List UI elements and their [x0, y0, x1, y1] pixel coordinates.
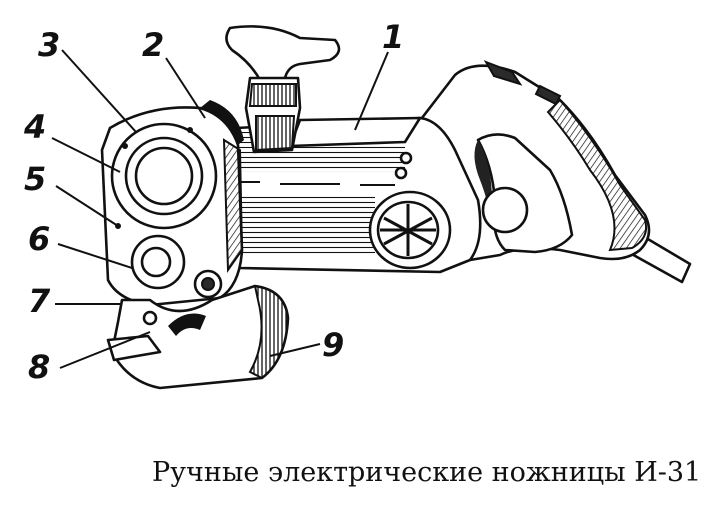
cutting-head — [106, 284, 290, 390]
callout-1: 1 — [382, 18, 404, 56]
callout-2: 2 — [142, 26, 164, 64]
callout-7: 7 — [28, 282, 51, 320]
gear-housing — [100, 100, 244, 307]
callout-3: 3 — [38, 26, 60, 64]
callout-8: 8 — [28, 348, 50, 386]
figure-caption: Ручные электрические ножницы И-31 — [152, 457, 702, 488]
callout-9: 9 — [322, 326, 344, 364]
leader-lines — [51, 49, 389, 369]
callout-6: 6 — [28, 220, 50, 258]
vent-grille — [368, 151, 452, 270]
motor-housing-handle — [403, 60, 651, 262]
switch-knob — [225, 25, 341, 154]
callout-4: 4 — [23, 108, 46, 146]
callout-5: 5 — [24, 160, 46, 198]
